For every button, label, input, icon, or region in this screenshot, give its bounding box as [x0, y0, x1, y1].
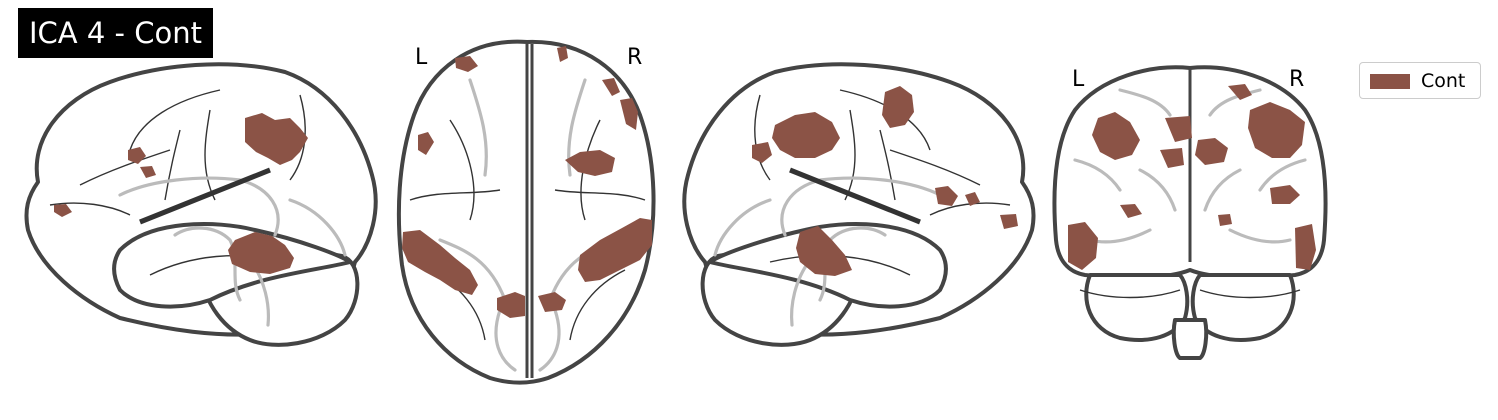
coronal-cerebellum-right [1190, 273, 1296, 342]
temporal-lobe-outline-left [112, 222, 352, 309]
coronal-right-label: R [1289, 67, 1305, 92]
legend-swatch [1370, 74, 1410, 89]
activation-clusters-sagittal-left [54, 113, 308, 274]
legend: Cont [1359, 62, 1481, 99]
coronal-brainstem-outline [1171, 318, 1209, 360]
activation-clusters-coronal [1068, 84, 1316, 270]
activation-clusters-sagittal-right [752, 86, 1018, 276]
coronal-left-label: L [1072, 67, 1085, 92]
activation-clusters-axial [402, 46, 652, 318]
axial-right-label: R [627, 45, 643, 70]
coronal-cerebellum-left [1084, 273, 1190, 342]
axial-left-label: L [415, 45, 428, 70]
legend-label: Cont [1421, 70, 1466, 92]
figure-title: ICA 4 - Cont [18, 8, 213, 58]
